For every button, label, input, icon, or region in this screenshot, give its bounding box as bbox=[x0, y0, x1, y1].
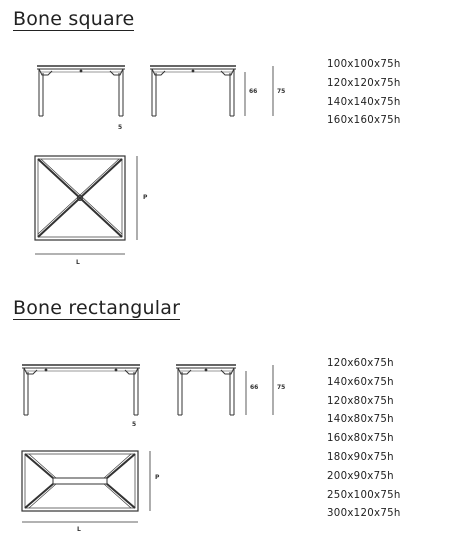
rectangular-size-list: 120x60x75h 140x60x75h 120x80x75h 140x80x… bbox=[327, 355, 401, 524]
square-total-height-dimension: 75 bbox=[277, 88, 286, 95]
rectangular-side-view bbox=[176, 364, 274, 416]
size-item: 120x80x75h bbox=[327, 395, 394, 407]
size-item: 100x100x75h bbox=[327, 59, 401, 70]
size-item: 180x90x75h bbox=[327, 451, 394, 463]
size-item: 120x60x75h bbox=[327, 358, 394, 369]
size-item: 140x80x75h bbox=[327, 414, 394, 426]
rectangular-frame-height-dimension: 66 bbox=[250, 384, 259, 391]
square-size-list: 100x100x75h 120x120x75h 140x140x75h 160x… bbox=[327, 56, 401, 131]
rectangular-front-view bbox=[22, 364, 140, 416]
size-item: 300x120x75h bbox=[327, 508, 401, 520]
rectangular-length-dimension: L bbox=[77, 526, 81, 533]
square-plan-view bbox=[34, 155, 138, 255]
rectangular-total-height-dimension: 75 bbox=[277, 384, 286, 391]
size-item: 140x140x75h bbox=[327, 96, 401, 108]
square-frame-height-dimension: 66 bbox=[249, 88, 258, 95]
rectangular-depth-dimension: P bbox=[155, 474, 160, 481]
size-item: 160x80x75h bbox=[327, 433, 394, 445]
section-title-rectangular: Bone rectangular bbox=[13, 297, 181, 320]
size-item: 160x160x75h bbox=[327, 115, 401, 127]
section-title-square: Bone square bbox=[13, 8, 135, 31]
size-item: 120x120x75h bbox=[327, 77, 401, 89]
size-item: 140x60x75h bbox=[327, 376, 394, 388]
rectangular-plan-view bbox=[21, 450, 151, 523]
square-depth-dimension: P bbox=[143, 194, 148, 201]
square-length-dimension: L bbox=[76, 259, 80, 266]
square-front-view bbox=[37, 65, 125, 117]
square-leg-dimension: 5 bbox=[118, 124, 123, 131]
size-item: 200x90x75h bbox=[327, 470, 394, 482]
square-side-view bbox=[150, 65, 274, 117]
rectangular-leg-dimension: 5 bbox=[132, 421, 137, 428]
size-item: 250x100x75h bbox=[327, 489, 401, 501]
